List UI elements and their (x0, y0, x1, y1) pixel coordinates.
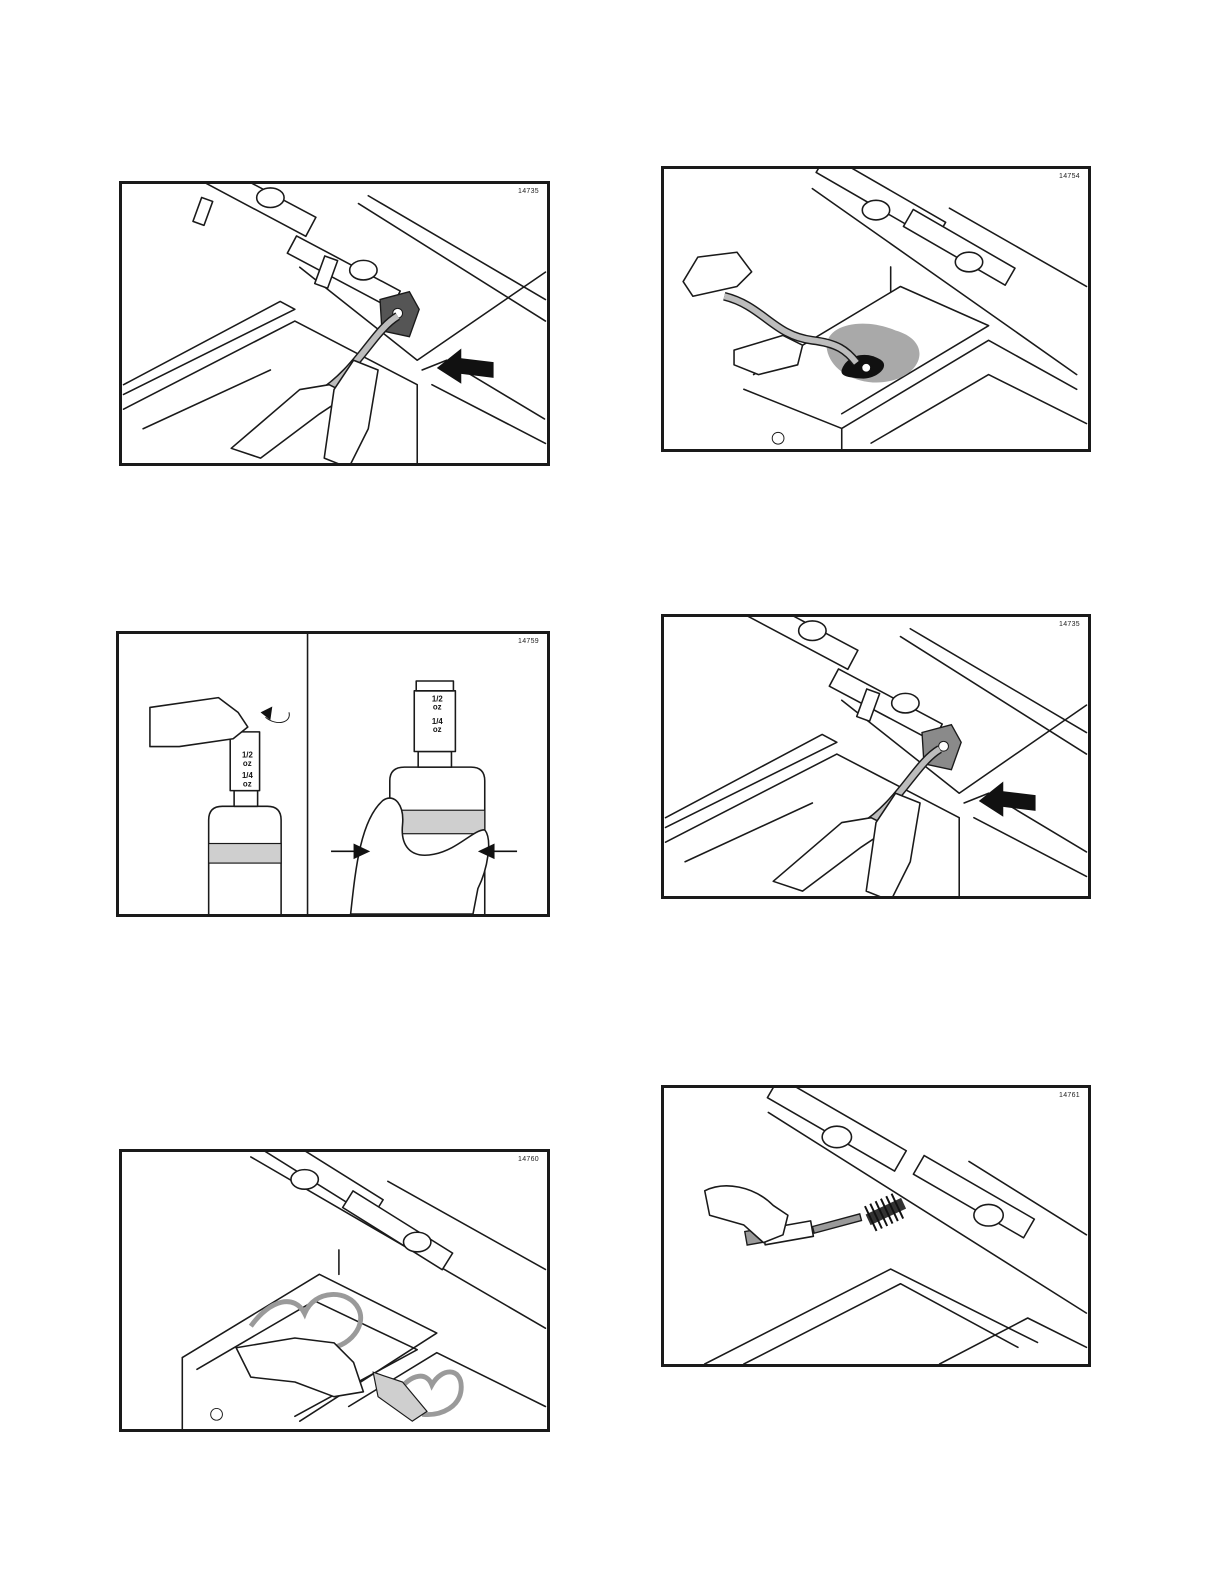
figure-panel-14759: 14759 1/2 oz 1/4 oz 1/2 oz 1/4 oz (116, 631, 550, 917)
rotate-arrow-icon (261, 706, 290, 722)
fryer-brush-cleaning-illustration (664, 1088, 1088, 1364)
figure-panel-14735-a: 14735 (119, 181, 550, 466)
figure-panel-14760: 14760 (119, 1149, 550, 1432)
svg-text:1/4: 1/4 (242, 771, 254, 780)
svg-text:oz: oz (433, 702, 442, 711)
svg-text:oz: oz (243, 780, 252, 789)
fryer-drain-spill-illustration (664, 169, 1088, 449)
svg-text:oz: oz (433, 725, 442, 734)
svg-text:oz: oz (243, 759, 252, 768)
figure-panel-14735-b: 14735 (661, 614, 1091, 899)
figure-panel-14761: 14761 (661, 1085, 1091, 1367)
svg-text:1/2: 1/2 (242, 750, 254, 759)
fryer-hose-attach-illustration (122, 184, 547, 463)
fryer-hose-attach-illustration (664, 617, 1088, 896)
push-arrow-icon (979, 781, 1036, 816)
fryer-pot-cleaning-illustration (122, 1152, 547, 1429)
figure-panel-14754: 14754 (661, 166, 1091, 452)
push-arrow-icon (437, 348, 494, 383)
bottle-measure-illustration: 1/2 oz 1/4 oz 1/2 oz 1/4 oz (119, 634, 547, 914)
